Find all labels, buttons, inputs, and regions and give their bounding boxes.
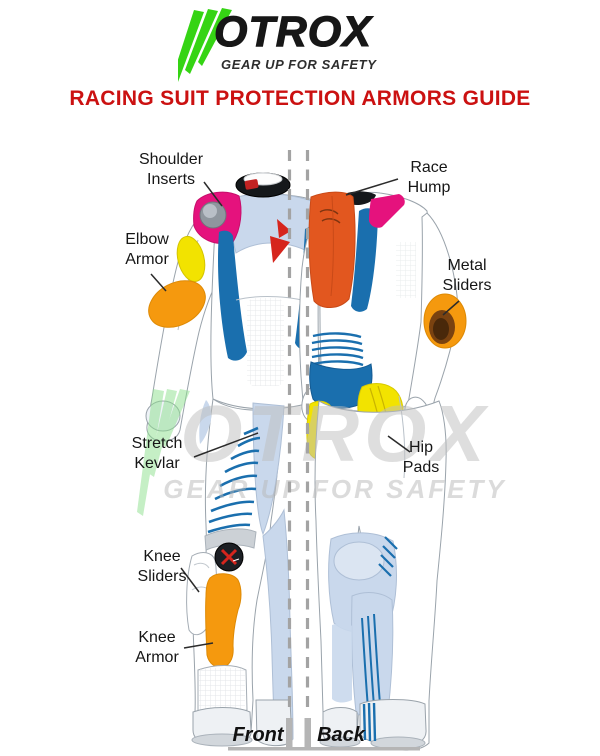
elbow-armor-pad <box>148 280 206 328</box>
label-elbow-armor: Elbow Armor <box>125 231 169 268</box>
watermark-brand: OTROX <box>180 389 489 478</box>
watermark-tagline: GEAR UP FOR SAFETY <box>163 474 506 504</box>
label-knee-sliders: Knee Sliders <box>137 548 187 585</box>
page-title: RACING SUIT PROTECTION ARMORS GUIDE <box>69 87 531 110</box>
brand-name: OTROX <box>213 7 372 56</box>
stretch-panel-stripes <box>207 426 261 534</box>
label-back-view: Back <box>317 724 365 746</box>
chest-logo-icon <box>270 219 291 263</box>
label-shoulder-inserts: Shoulder Inserts <box>138 151 204 188</box>
knee-slider-puck <box>214 542 244 572</box>
brand-tagline: GEAR UP FOR SAFETY <box>221 57 377 72</box>
label-race-hump: Race Hump <box>407 159 451 196</box>
label-knee-armor: Knee Armor <box>135 629 179 666</box>
watermark: OTROX GEAR UP FOR SAFETY <box>137 389 506 516</box>
brand-slashes-icon <box>178 8 232 82</box>
back-shoulder-insert-pad <box>369 194 405 228</box>
bicep-insert-pad <box>176 235 206 283</box>
knee-armor-pad <box>205 573 242 668</box>
brand-logo: OTROX GEAR UP FOR SAFETY <box>0 0 600 85</box>
back-suit-illustration <box>299 191 467 751</box>
label-front-view: Front <box>232 724 284 746</box>
lower-back-stripes <box>311 332 364 367</box>
label-stretch-kevlar: Stretch Kevlar <box>131 435 183 472</box>
front-back-axis <box>228 718 420 751</box>
race-hump-panel <box>308 191 356 308</box>
leader-lines <box>150 178 460 649</box>
metal-slider-pad <box>423 293 467 349</box>
label-metal-sliders: Metal Sliders <box>442 257 492 294</box>
label-hip-pads: Hip Pads <box>402 439 440 476</box>
center-divider-dashed-lines <box>287 150 310 714</box>
